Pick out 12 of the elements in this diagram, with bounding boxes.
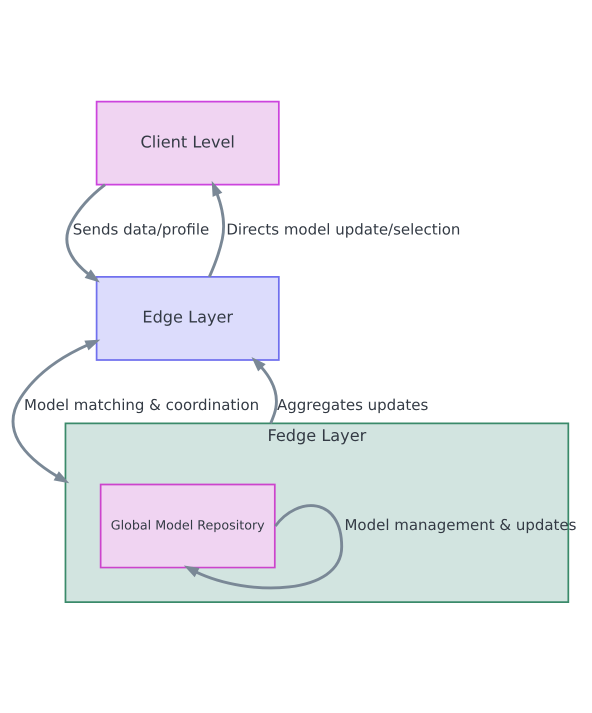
edge-label: Directs model update/selection: [226, 220, 460, 239]
arrow: [184, 504, 344, 590]
edge-label: Model matching & coordination: [24, 396, 260, 414]
node-box: Edge Layer: [96, 276, 280, 361]
arrow: [208, 180, 226, 278]
node-box: Global Model Repository: [100, 484, 276, 568]
edge-label: Sends data/profile: [72, 220, 210, 239]
arrow: [65, 184, 106, 282]
node-box: Client Level: [96, 100, 280, 186]
arrow: [251, 356, 278, 424]
edge-label: Aggregates updates: [277, 396, 428, 414]
arrow: [12, 340, 100, 484]
